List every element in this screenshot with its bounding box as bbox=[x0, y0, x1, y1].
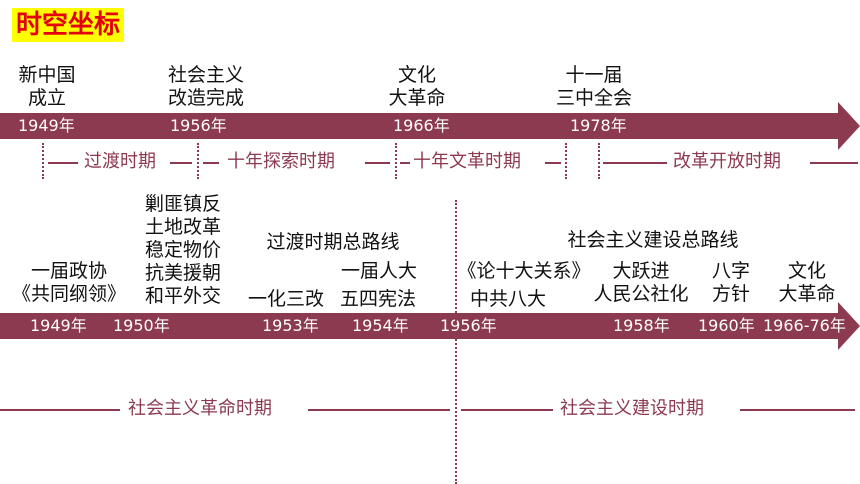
event-prc-founding: 新中国成立 bbox=[18, 64, 76, 109]
event-eighth-party-congress: 中共八大 bbox=[469, 288, 546, 310]
event-first-cppcc: 一届政协《共同纲领》 bbox=[11, 260, 126, 305]
year-label: 1956年 bbox=[170, 116, 227, 135]
year-label: 1949年 bbox=[18, 116, 75, 135]
event-cultural-revolution: 文化大革命 bbox=[388, 64, 446, 109]
year-label: 1950年 bbox=[113, 316, 170, 335]
event-third-plenum: 十一届三中全会 bbox=[555, 64, 632, 109]
era-divider bbox=[455, 200, 457, 484]
period-divider bbox=[395, 143, 397, 179]
event-cultural-revolution-bottom: 文化大革命 bbox=[778, 260, 836, 305]
year-label: 1953年 bbox=[262, 316, 319, 335]
timeline-arrow-top-icon bbox=[838, 102, 860, 150]
period-line bbox=[170, 162, 192, 164]
period-line bbox=[400, 162, 410, 164]
period-line bbox=[48, 162, 78, 164]
period-line bbox=[740, 409, 855, 411]
year-label: 1960年 bbox=[698, 316, 755, 335]
timeline-bar-top bbox=[0, 113, 840, 139]
period-label: 十年文革时期 bbox=[413, 151, 521, 172]
event-consolidation-tasks: 剿匪镇反土地改革 稳定物价抗美援朝 和平外交 bbox=[144, 193, 221, 307]
period-label: 社会主义建设时期 bbox=[560, 398, 704, 419]
year-label: 1978年 bbox=[570, 116, 627, 135]
period-line bbox=[461, 409, 553, 411]
period-line bbox=[203, 162, 219, 164]
period-divider bbox=[42, 143, 44, 179]
event-first-npc: 一届人大 bbox=[340, 260, 417, 282]
period-divider bbox=[565, 143, 567, 179]
period-label: 十年探索时期 bbox=[227, 151, 335, 172]
period-label: 过渡时期 bbox=[84, 151, 156, 172]
year-label: 1966年 bbox=[393, 116, 450, 135]
event-transition-general-line: 过渡时期总路线 bbox=[266, 231, 400, 253]
event-one-transformation-three-reforms: 一化三改 bbox=[247, 288, 324, 310]
period-line bbox=[0, 409, 120, 411]
event-socialist-transformation: 社会主义改造完成 bbox=[167, 64, 244, 109]
event-great-leap-forward: 大跃进人民公社化 bbox=[593, 260, 689, 305]
event-socialist-construction-general-line: 社会主义建设总路线 bbox=[567, 229, 739, 251]
period-label: 改革开放时期 bbox=[673, 151, 781, 172]
year-label: 1954年 bbox=[352, 316, 409, 335]
event-ten-relationships: 《论十大关系》 bbox=[457, 260, 591, 282]
page-title: 时空坐标 bbox=[12, 8, 125, 42]
year-label: 1966-76年 bbox=[763, 316, 846, 335]
period-divider bbox=[197, 143, 199, 179]
period-line bbox=[365, 162, 390, 164]
period-divider bbox=[598, 143, 600, 179]
year-label: 1956年 bbox=[440, 316, 497, 335]
period-line bbox=[603, 162, 667, 164]
event-eight-character-policy: 八字方针 bbox=[711, 260, 750, 305]
period-line bbox=[545, 162, 561, 164]
period-label: 社会主义革命时期 bbox=[128, 398, 272, 419]
period-line bbox=[308, 409, 450, 411]
event-1954-constitution: 五四宪法 bbox=[339, 288, 416, 310]
year-label: 1958年 bbox=[613, 316, 670, 335]
period-line bbox=[810, 162, 858, 164]
year-label: 1949年 bbox=[30, 316, 87, 335]
timeline-bar-bottom bbox=[0, 313, 840, 339]
timeline-arrow-bottom-icon bbox=[838, 302, 860, 350]
